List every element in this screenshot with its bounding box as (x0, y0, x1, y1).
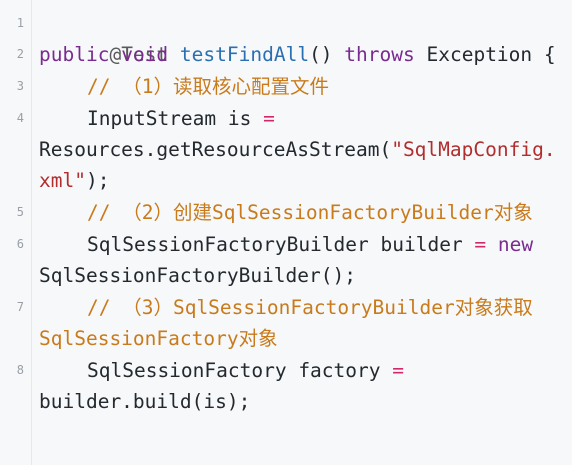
string-token: xml" (39, 169, 86, 192)
code-line: SqlSessionFactoryBuilder builder = new (39, 229, 533, 260)
code-text: Resources.getResourceAsStream( (39, 138, 392, 161)
operator-token: = (263, 107, 275, 130)
line-number-gutter: 1 2 3 4 5 6 7 8 (0, 0, 32, 465)
code-line-wrapped: builder.build(is); (39, 386, 250, 417)
string-token: "SqlMapConfig. (391, 138, 556, 161)
code-line: public void testFindAll() throws Excepti… (39, 39, 556, 70)
annotation-token: @Test (109, 43, 169, 66)
line-number: 1 (16, 16, 24, 30)
code-area[interactable]: @Test public void testFindAll() throws E… (39, 0, 572, 465)
code-line-wrapped: Resources.getResourceAsStream("SqlMapCon… (39, 134, 556, 165)
code-line: SqlSessionFactory factory = (39, 355, 404, 386)
keyword-token: throws (344, 43, 415, 66)
method-name-token: testFindAll (179, 43, 310, 66)
code-text: SqlSessionFactoryBuilder builder (87, 233, 475, 256)
code-line-wrapped: SqlSessionFactory对象 (39, 323, 278, 354)
comment-token: SqlSessionFactory对象 (39, 327, 278, 350)
keyword-token: new (497, 233, 534, 256)
code-line: // （1）读取核心配置文件 (39, 71, 329, 102)
code-line: @Test (39, 8, 168, 66)
comment-token: // （2）创建SqlSessionFactoryBuilder对象 (87, 201, 533, 224)
code-text: InputStream is (87, 107, 264, 130)
code-text: () (309, 43, 345, 66)
line-number: 5 (16, 205, 24, 219)
line-number: 8 (16, 363, 24, 377)
code-text: Exception { (414, 43, 556, 66)
line-number: 3 (16, 79, 24, 93)
line-number: 6 (16, 237, 24, 251)
code-line: // （3）SqlSessionFactoryBuilder对象获取 (39, 292, 533, 323)
keyword-token: void (121, 43, 169, 66)
code-text: builder.build(is); (39, 390, 251, 413)
code-text: SqlSessionFactoryBuilder(); (39, 264, 356, 287)
line-number: 7 (16, 300, 24, 314)
keyword-token: public (39, 43, 110, 66)
operator-token: = (392, 359, 404, 382)
code-line: // （2）创建SqlSessionFactoryBuilder对象 (39, 197, 533, 228)
line-number: 2 (16, 47, 24, 61)
code-line-wrapped: xml"); (39, 165, 109, 196)
operator-token: = (474, 233, 487, 256)
code-line: InputStream is = (39, 103, 275, 134)
line-number: 4 (16, 111, 24, 125)
comment-token: // （3）SqlSessionFactoryBuilder对象获取 (87, 296, 533, 319)
code-text: SqlSessionFactory factory (87, 359, 393, 382)
code-line-wrapped: SqlSessionFactoryBuilder(); (39, 260, 356, 291)
code-text: ); (85, 169, 110, 192)
comment-token: // （1）读取核心配置文件 (87, 75, 329, 98)
